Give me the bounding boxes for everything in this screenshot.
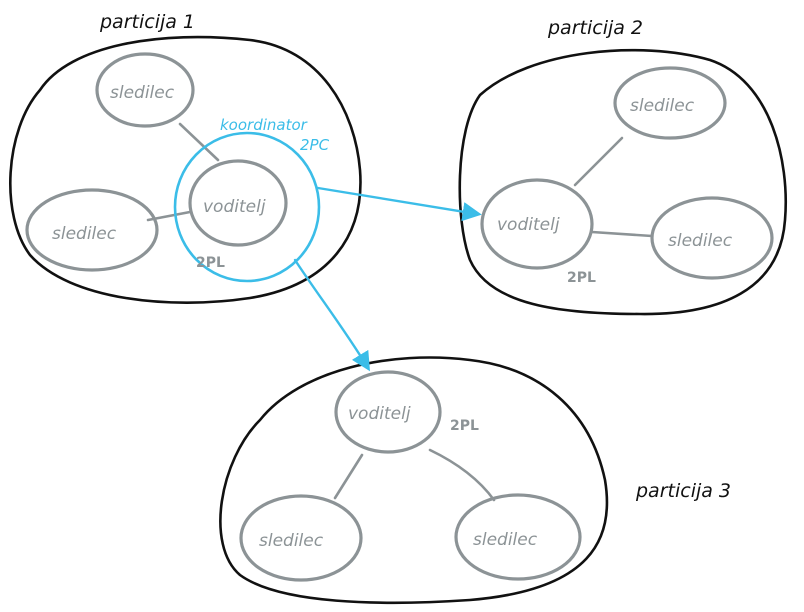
p3-follower-right-node xyxy=(454,493,582,581)
partition-3-outline xyxy=(219,356,609,605)
p2-leader-label: voditelj xyxy=(497,215,560,235)
partition-3-label: particija 3 xyxy=(635,480,731,502)
p3-follower-left-label: sledilec xyxy=(259,531,324,551)
edge-p3-left xyxy=(333,453,364,500)
partition-1-label: particija 1 xyxy=(99,11,195,33)
p1-follower-left-node xyxy=(25,188,159,272)
p2-follower-right-node xyxy=(650,196,774,280)
edge-p2-top xyxy=(573,136,624,187)
coordinator-protocol-label: 2PC xyxy=(300,136,330,154)
p1-follower-left-label: sledilec xyxy=(52,224,117,244)
p3-leader-label: voditelj xyxy=(348,404,411,424)
p2-protocol-label: 2PL xyxy=(567,270,596,286)
arrow-to-partition-3 xyxy=(293,258,370,372)
p1-leader-label: voditelj xyxy=(203,197,266,217)
edge-p1-top xyxy=(178,122,220,162)
edge-p2-right xyxy=(590,230,654,238)
p1-follower-top-node xyxy=(95,52,195,128)
p2-follower-top-label: sledilec xyxy=(630,96,695,116)
p2-follower-right-label: sledilec xyxy=(668,231,733,251)
arrow-to-partition-2 xyxy=(316,186,482,222)
p1-follower-top-label: sledilec xyxy=(110,83,175,103)
p3-follower-right-label: sledilec xyxy=(473,530,538,550)
partition-2-label: particija 2 xyxy=(547,17,643,39)
p3-protocol-label: 2PL xyxy=(450,418,479,434)
p2-leader-node xyxy=(480,178,594,270)
p3-leader-node xyxy=(334,370,442,454)
coordinator-ring xyxy=(173,131,321,283)
partition-2-outline xyxy=(458,48,787,316)
edge-p3-right xyxy=(428,448,496,502)
coordinator-label: koordinator xyxy=(220,116,308,134)
partition-1-outline xyxy=(9,35,362,304)
p1-protocol-label: 2PL xyxy=(196,255,225,271)
p2-follower-top-node xyxy=(613,66,727,140)
p3-follower-left-node xyxy=(239,494,363,582)
p1-leader-node xyxy=(188,159,288,247)
